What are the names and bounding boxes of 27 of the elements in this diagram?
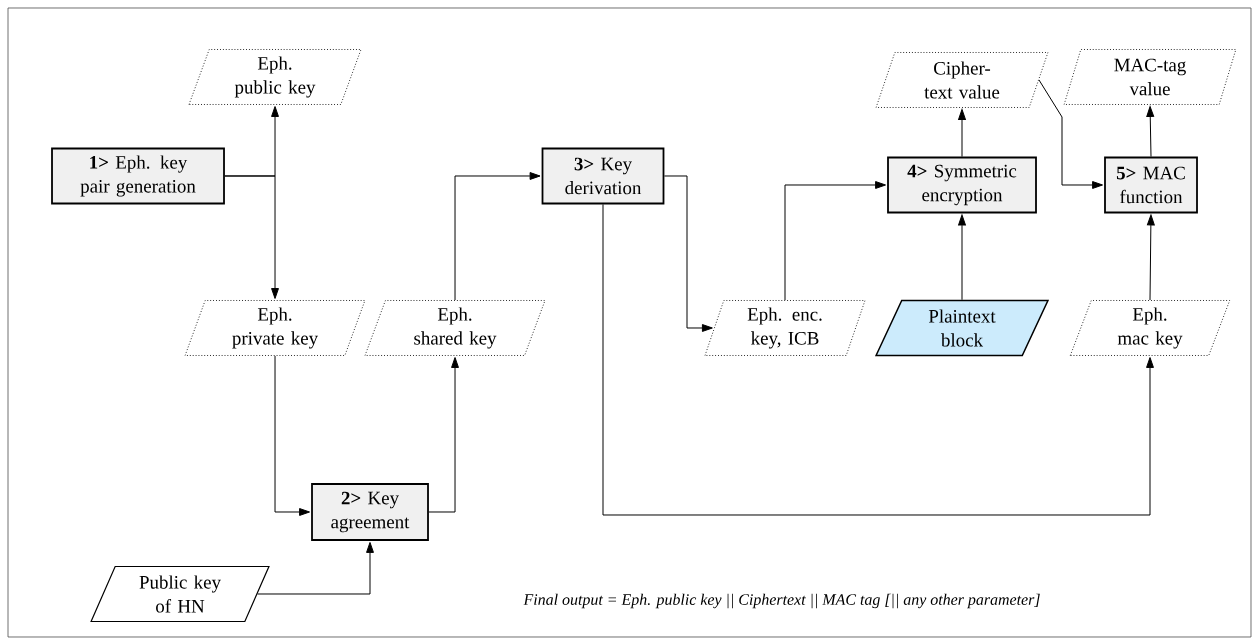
arrow [602, 203, 1154, 516]
arrow [1146, 214, 1155, 301]
data-parallelogram: Eph. mac key [1069, 300, 1231, 356]
data-parallelogram: MAC-tag value [1063, 49, 1237, 105]
data-parallelogram: Eph. private key [184, 300, 366, 356]
arrow [274, 355, 311, 516]
arrow [224, 175, 279, 299]
arrow [958, 109, 966, 158]
data-parallelogram: Eph. enc. key, ICB [704, 300, 866, 356]
note-text: Final output = Eph. public key || Ciphertext || MAC tag [|| any other parameter] [523, 593, 1040, 609]
arrow [454, 172, 541, 301]
arrow [784, 181, 886, 301]
arrow [428, 357, 459, 513]
arrow [958, 214, 966, 301]
data-parallelogram: Eph. public key [188, 49, 362, 105]
arrow [1146, 106, 1155, 158]
arrow [1038, 79, 1103, 189]
arrow [257, 542, 374, 595]
process-box: 4> Symmetric encryption [887, 156, 1037, 214]
arrow [663, 175, 713, 332]
input-parallelogram: Public key of HN [90, 565, 270, 623]
process-box: 5> MAC function [1104, 156, 1198, 214]
data-parallelogram: Cipher- text value [875, 52, 1049, 108]
process-box: 2> Key agreement [311, 483, 429, 541]
process-box: 1> Eph. key pair generation [51, 147, 225, 205]
data-parallelogram: Eph. shared key [364, 300, 546, 356]
process-box: 3> Key derivation [541, 147, 665, 205]
